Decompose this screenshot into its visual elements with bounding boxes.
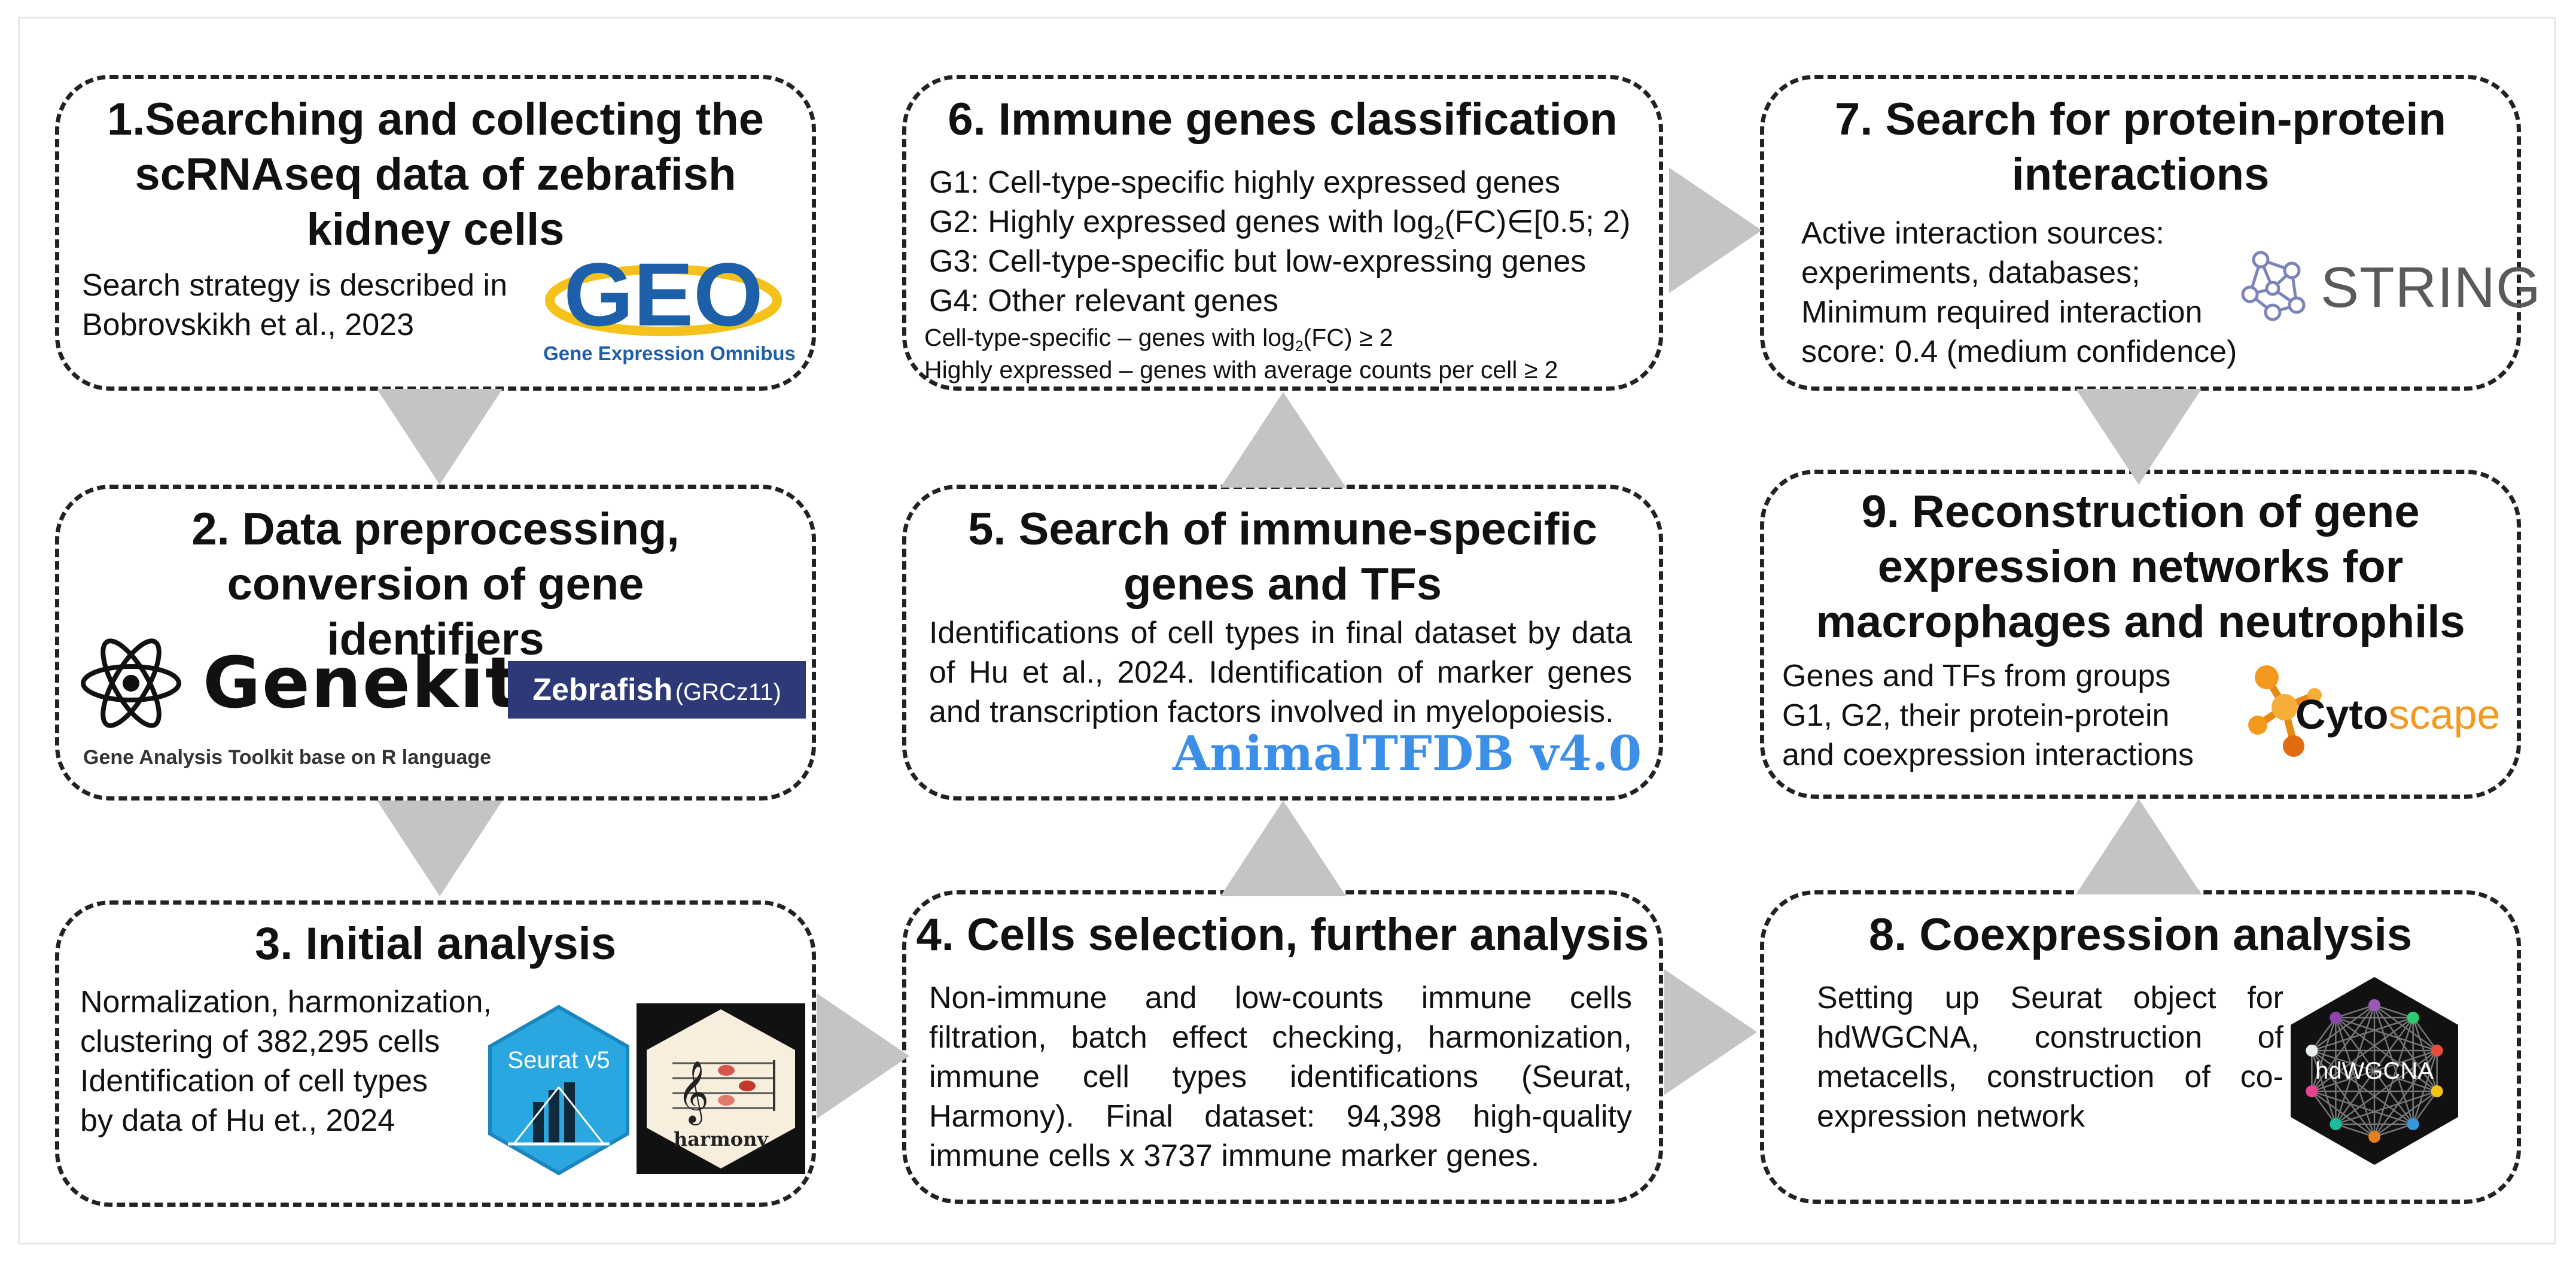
step-9-title: 9. Reconstruction of gene expression net… [1816,486,2465,647]
step-5-box: 5. Search of immune-specific genes and T… [902,485,1663,801]
arrow-1-to-2 [377,389,503,485]
step-3-line-1: Normalization, harmonization, [80,985,492,1019]
hdwgcna-node-icon [2368,999,2380,1011]
animaltfdb-logo: AnimalTFDB v4.0 [1173,725,1642,781]
step-9-line-3: and coexpression interactions [1782,738,2194,772]
step-3-title: 3. Initial analysis [254,918,617,969]
step-8-box: 8. Coexpression analysis Setting up Seur… [1760,890,2521,1204]
geo-subtitle: Gene Expression Omnibus [543,342,796,364]
group-g2: G2: Highly expressed genes with log2(FC)… [929,205,1631,244]
arrow-3-to-4 [817,993,909,1119]
step-3-line-3: Identification of cell types [80,1064,428,1098]
arrow-8-to-9 [2076,799,2202,894]
step-3-line-4: by data of Hu et., 2024 [80,1103,395,1138]
zebrafish-badge: Zebrafish (GRCz11) [508,661,806,719]
hdwgcna-node-icon [2431,1045,2443,1057]
hdwgcna-logo: hdWGCNA [2285,972,2464,1170]
step-1-title: 1.Searching and collecting the scRNAseq … [106,94,765,255]
group-g3: G3: Cell-type-specific but low-expressin… [929,244,1587,279]
hdwgcna-logo-text: hdWGCNA [2315,1058,2434,1084]
figure-frame [18,17,2556,1244]
step-2-title: 2. Data preprocessing, conversion of gen… [191,504,680,665]
step-3-line-2: clustering of 382,295 cells [80,1024,440,1059]
genekitr-subtitle: Gene Analysis Toolkit base on R language [83,746,492,769]
geo-main-text: GEO [564,244,763,345]
step-8-text: Setting up Seurat object for hdWGCNA, co… [1817,981,2283,1134]
cytoscape-wordmark: Cytoscape [2295,691,2501,738]
step-9-box: 9. Reconstruction of gene expression net… [1760,470,2521,799]
step-7-line-3: Minimum required interaction [1801,295,2203,330]
string-network-icon [2241,251,2306,321]
step-7-line-4: score: 0.4 (medium confidence) [1801,334,2237,369]
step-7-title: 7. Search for protein-protein interactio… [1835,94,2446,200]
step-7-line-2: experiments, databases; [1801,255,2140,290]
zebrafish-label: Zebrafish [532,672,673,707]
cytoscape-network-icon [2248,665,2322,757]
zebrafish-version: (GRCz11) [675,679,781,705]
step-9-line-2: G1, G2, their protein-protein [1782,698,2170,733]
group-g1: G1: Cell-type-specific highly expressed … [929,165,1560,200]
harmony-logo: 𝄞 harmony [637,1003,805,1174]
arrow-2-to-3 [377,801,503,896]
hdwgcna-node-icon [2330,1118,2342,1130]
step-6-title: 6. Immune genes classification [948,94,1618,145]
arrow-4-to-5 [1220,801,1346,896]
hdwgcna-node-icon [2306,1085,2318,1097]
hdwgcna-node-icon [2407,1118,2419,1130]
geo-logo: GEO Gene Expression Omnibus [538,242,801,367]
treble-clef-icon: 𝄞 [677,1060,709,1125]
seurat-logo-text: Seurat v5 [507,1047,610,1073]
step-3-box: 3. Initial analysis Normalization, harmo… [55,900,816,1207]
step-4-title: 4. Cells selection, further analysis [916,909,1649,960]
step-2-box: 2. Data preprocessing, conversion of gen… [55,485,816,801]
step-6-box: 6. Immune genes classification G1: Cell-… [902,75,1663,391]
note-cell-type-specific: Cell-type-specific – genes with log2(FC)… [924,324,1393,355]
step-9-text: Genes and TFs from groups G1, G2, their … [1782,656,2249,775]
step-8-title: 8. Coexpression analysis [1868,909,2413,960]
step-7-box: 7. Search for protein-protein interactio… [1760,75,2541,391]
step-6-groups: G1: Cell-type-specific highly expressed … [929,163,1659,321]
step-5-text: Identifications of cell types in final d… [929,616,1632,729]
arrow-4-to-8 [1664,969,1757,1095]
arrow-7-to-9 [2076,389,2202,485]
step-4-box: 4. Cells selection, further analysis Non… [902,890,1663,1204]
arrow-5-to-6 [1220,392,1346,488]
step-1-text: Search strategy is described in Bobrovsk… [82,268,508,342]
genekitr-wordmark: Genekitr [203,641,556,724]
group-g4: G4: Other relevant genes [929,284,1278,318]
step-6-notes: Cell-type-specific – genes with log2(FC)… [924,321,1660,386]
step-4-text: Non-immune and low-counts immune cells f… [929,981,1632,1173]
string-logo: STRING [2237,246,2541,324]
step-5-title: 5. Search of immune-specific genes and T… [968,504,1597,610]
harmony-logo-text: harmony [674,1128,769,1151]
cytoscape-logo: Cytoscape [2243,659,2524,764]
hdwgcna-node-icon [2368,1131,2380,1143]
hdwgcna-node-icon [2330,1012,2342,1024]
string-wordmark: STRING [2321,255,2541,319]
step-9-line-1: Genes and TFs from groups [1782,659,2171,693]
genekitr-atom-icon [77,629,185,737]
geo-logo-icon: GEO [545,244,782,345]
step-7-line-1: Active interaction sources: [1801,216,2164,251]
note-highly-expressed: Highly expressed – genes with average co… [924,356,1558,384]
hdwgcna-node-icon [2306,1045,2318,1057]
arrow-6-to-7 [1669,168,1762,293]
step-3-text: Normalization, harmonization, clustering… [80,982,535,1140]
seurat-logo: Seurat v5 [484,1003,634,1177]
hdwgcna-node-icon [2431,1085,2443,1097]
step-7-text: Active interaction sources: experiments,… [1801,214,2292,372]
hdwgcna-node-icon [2407,1012,2419,1024]
step-1-box: 1.Searching and collecting the scRNAseq … [55,75,816,391]
